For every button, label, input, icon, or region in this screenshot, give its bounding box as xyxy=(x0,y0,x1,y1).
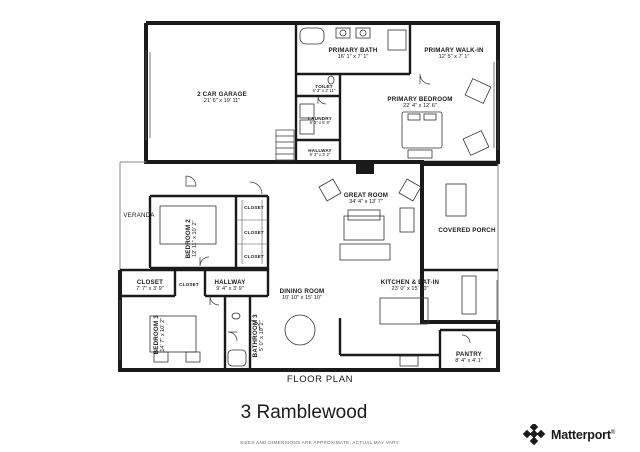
room-dims: 16' 1" x 7' 1" xyxy=(337,54,369,61)
room-name: KITCHEN & EAT-IN xyxy=(380,279,440,286)
room-name: BATHROOM 3 xyxy=(251,314,259,358)
room-name: BEDROOM 3 xyxy=(152,315,160,355)
property-name: 3 Ramblewood xyxy=(240,402,368,423)
brand-name: Matterport® xyxy=(551,428,615,442)
room-name: CLOSET xyxy=(244,205,264,210)
outline-lines xyxy=(119,161,499,322)
room-name: VERANDA xyxy=(123,212,155,219)
room-name: PANTRY xyxy=(456,351,482,358)
room-label-closet-b2a: CLOSET xyxy=(244,205,264,210)
room-name: HALLWAY xyxy=(214,279,246,286)
room-dims: 12' 5" x 7' 1" xyxy=(438,54,470,61)
room-name: HALLWAY xyxy=(308,148,332,153)
room-name: GREAT ROOM xyxy=(343,192,389,199)
door-swings xyxy=(185,73,471,344)
room-name: TOILET xyxy=(315,84,333,89)
room-label-hallway: HALLWAY 9' 4" x 3' 9" xyxy=(214,279,245,293)
room-label-veranda: VERANDA xyxy=(123,212,154,219)
disclaimer-text: SIZES AND DIMENSIONS ARE APPROXIMATE, AC… xyxy=(239,440,401,445)
closet-shelves xyxy=(236,200,268,264)
room-label-closet-hall: CLOSET xyxy=(179,282,199,287)
room-dims: 6' 3" x 3' 2" xyxy=(309,152,331,158)
room-dims: 21' 6" x 19' 11" xyxy=(203,98,241,105)
room-dims: 5' 0" x 10' 2" xyxy=(258,320,265,352)
room-dims: 6' 3" x 5' 9" xyxy=(309,120,331,126)
room-label-hallway-small: HALLWAY 6' 3" x 3' 2" xyxy=(308,148,331,158)
room-name: BEDROOM 2 xyxy=(184,219,192,259)
room-name: COVERED PORCH xyxy=(438,227,496,234)
matterport-logo-icon xyxy=(522,424,546,446)
room-label-pantry: PANTRY 8' 4" x 4' 1" xyxy=(455,351,483,365)
room-label-bedroom3: BEDROOM 3 14' 7" x 10' 2" xyxy=(153,315,167,354)
room-label-laundry: LAUNDRY 6' 3" x 5' 9" xyxy=(308,116,332,126)
fireplace xyxy=(356,164,374,174)
room-name: PRIMARY BATH xyxy=(328,47,378,54)
plan-title: FLOOR PLAN xyxy=(286,374,354,385)
room-name: PRIMARY BEDROOM xyxy=(387,96,453,103)
window-lines xyxy=(119,50,499,360)
room-name: DINING ROOM xyxy=(279,288,325,295)
room-dims: 9' 4" x 3' 9" xyxy=(216,286,244,293)
room-name: CLOSET xyxy=(136,279,164,286)
room-name: 2 CAR GARAGE xyxy=(197,91,247,98)
brand-text: Matterport xyxy=(551,428,611,442)
room-label-primary-walkin: PRIMARY WALK-IN 12' 5" x 7' 1" xyxy=(424,47,483,61)
room-name: CLOSET xyxy=(244,254,264,259)
room-label-closet-b2c: CLOSET xyxy=(244,254,264,259)
room-label-bedroom2: BEDROOM 2 12' 11" x 10' 2" xyxy=(185,219,199,258)
room-label-closet-b2b: CLOSET xyxy=(244,230,264,235)
room-label-bathroom3: BATHROOM 3 5' 0" x 10' 2" xyxy=(252,314,266,357)
room-dims: 10' 10" x 15' 10" xyxy=(281,295,323,302)
room-dims: 12' 11" x 10' 2" xyxy=(191,220,198,258)
room-label-covered-porch: COVERED PORCH xyxy=(438,227,495,234)
room-dims: 6' 3" x 2' 11" xyxy=(312,88,336,94)
matterport-brand: Matterport® xyxy=(522,424,615,446)
room-dims: 7' 7" x 3' 9" xyxy=(136,286,164,293)
furniture xyxy=(149,78,492,367)
room-label-garage: 2 CAR GARAGE 21' 6" x 19' 11" xyxy=(197,91,247,105)
room-dims: 8' 4" x 4' 1" xyxy=(455,358,483,365)
room-label-primary-bath: PRIMARY BATH 16' 1" x 7' 1" xyxy=(328,47,377,61)
room-label-dining: DINING ROOM 10' 10" x 15' 10" xyxy=(280,288,325,302)
trademark-symbol: ® xyxy=(610,429,616,436)
garage-stairs xyxy=(275,129,295,161)
room-dims: 22' 4" x 12' 6" xyxy=(403,103,437,110)
bath-fixtures xyxy=(227,27,407,367)
interior-walls xyxy=(120,23,498,370)
room-dims: 23' 0" x 15' 10" xyxy=(391,286,429,293)
room-name: LAUNDRY xyxy=(308,116,332,121)
room-label-kitchen: KITCHEN & EAT-IN 23' 0" x 15' 10" xyxy=(381,279,439,293)
room-name: CLOSET xyxy=(179,282,199,287)
room-label-great-room: GREAT ROOM 34' 4" x 13' 7" xyxy=(344,192,388,206)
room-label-closet-b3: CLOSET 7' 7" x 3' 9" xyxy=(136,279,164,293)
room-name: PRIMARY WALK-IN xyxy=(424,47,484,54)
room-dims: 34' 4" x 13' 7" xyxy=(349,199,383,206)
room-label-toilet: TOILET 6' 3" x 2' 11" xyxy=(313,84,336,94)
room-dims: 14' 7" x 10' 2" xyxy=(159,317,166,352)
room-label-primary-bedroom: PRIMARY BEDROOM 22' 4" x 12' 6" xyxy=(387,96,452,110)
room-name: CLOSET xyxy=(244,230,264,235)
